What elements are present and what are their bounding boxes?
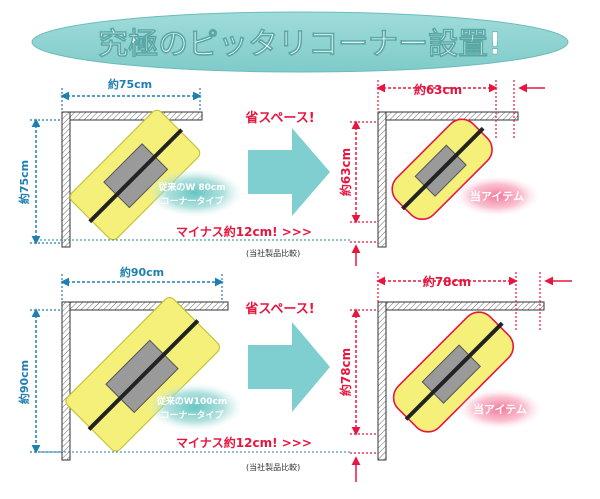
bottom-new-label-glow (458, 389, 542, 429)
top-new-label-glow (455, 176, 539, 216)
bottom-old-label-line1: 従来のW100cm (156, 395, 227, 407)
top-save-label: 省スペース! (244, 110, 314, 126)
top-row: 従来のW 80cm コーナータイプ 約75cm 約75cm 省スペース! (17, 77, 545, 266)
top-new-corner: 当アイテム 約63cm 約63cm (338, 80, 545, 266)
bottom-old-width-label: 約90cm (120, 265, 164, 279)
top-old-corner: 従来のW 80cm コーナータイプ 約75cm 約75cm (17, 77, 243, 248)
bottom-new-width-label: 約78cm (423, 274, 471, 289)
bottom-save-label: 省スペース! (244, 301, 314, 317)
bottom-big-arrow (248, 322, 330, 412)
bottom-minus-label: マイナス約12cm! >>> (176, 435, 312, 450)
top-old-label-line1: 従来のW 80cm (157, 181, 225, 193)
top-old-label-glow (147, 169, 243, 217)
bottom-note: (当社製品比較) (246, 462, 300, 472)
bottom-new-corner: 当アイテム 約78cm 約78cm (338, 272, 572, 482)
top-new-width-label: 約63cm (414, 82, 462, 97)
banner-title: 究極のピッタリコーナー設置! (98, 27, 502, 62)
bottom-old-height-label: 約90cm (17, 360, 31, 404)
top-old-height-label: 約75cm (17, 160, 31, 204)
bottom-new-height-label: 約78cm (338, 348, 353, 396)
bottom-row: 従来のW100cm コーナータイプ 約90cm 約90cm 省スペース! (17, 265, 572, 482)
bottom-new-label: 当アイテム (473, 402, 527, 416)
top-old-width-label: 約75cm (108, 77, 152, 91)
top-big-arrow (248, 128, 330, 216)
bottom-old-label-glow (147, 383, 243, 431)
top-note: (当社製品比較) (246, 248, 300, 258)
top-new-height-label: 約63cm (338, 148, 353, 196)
title-banner: 究極のピッタリコーナー設置! (31, 11, 569, 73)
top-new-label: 当アイテム (470, 189, 524, 203)
top-minus-label: マイナス約12cm! >>> (176, 224, 312, 239)
bottom-old-label-line2: コーナータイプ (160, 409, 224, 421)
top-old-label-line2: コーナータイプ (160, 195, 224, 207)
bottom-old-corner: 従来のW100cm コーナータイプ 約90cm 約90cm (17, 265, 243, 461)
